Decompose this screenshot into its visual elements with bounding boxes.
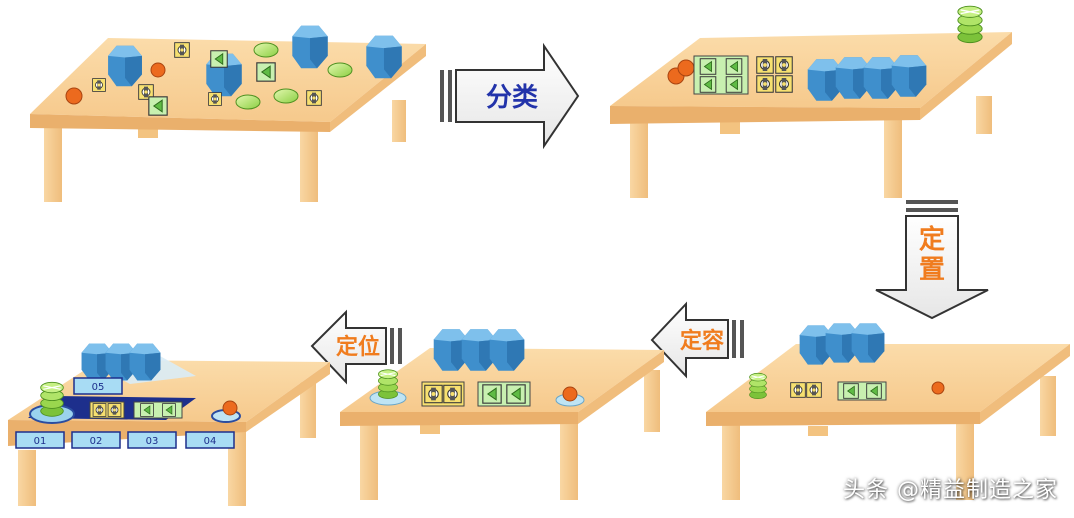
green-disc-icon bbox=[273, 88, 299, 104]
svg-text:02: 02 bbox=[90, 436, 103, 447]
yellow-parts-group bbox=[89, 401, 125, 419]
yellow-part-icon bbox=[208, 92, 222, 106]
orange-ball-icon bbox=[562, 386, 578, 402]
green-disc-icon bbox=[327, 62, 353, 78]
yellow-part-icon bbox=[306, 90, 322, 106]
blue-block-icon bbox=[292, 25, 328, 69]
yellow-parts-group bbox=[421, 381, 465, 407]
arrow-classify: 分类 bbox=[440, 42, 580, 150]
arrow-fixed-location: 定位 bbox=[310, 309, 402, 385]
location-label-05: 05 bbox=[73, 377, 123, 395]
arrow-label-fixed-position-1: 定 bbox=[919, 224, 945, 255]
blue-block-icon bbox=[891, 55, 927, 97]
arrow-fixed-position: 定 置 bbox=[875, 200, 989, 320]
location-label-01: 01 bbox=[15, 431, 65, 449]
location-label-03: 03 bbox=[127, 431, 177, 449]
table-positioned bbox=[706, 323, 1070, 500]
location-label-02: 02 bbox=[71, 431, 121, 449]
yellow-part-icon bbox=[174, 42, 190, 58]
green-disc-icon bbox=[253, 42, 279, 58]
arrow-label-fixed-location: 定位 bbox=[336, 334, 380, 360]
green-disc-stack-icon bbox=[377, 369, 399, 400]
location-label-04: 04 bbox=[185, 431, 235, 449]
arrow-label-fixed-container: 定容 bbox=[680, 328, 724, 354]
arrow-label-classify: 分类 bbox=[486, 83, 538, 113]
watermark-text: 头条 @精益制造之家 bbox=[843, 478, 1058, 503]
blue-block-icon bbox=[489, 329, 525, 371]
blue-block-icon bbox=[366, 35, 402, 79]
orange-ball-icon bbox=[222, 400, 238, 416]
table-labeled: 05 01 02 03 04 bbox=[8, 343, 330, 506]
green-parts-group bbox=[133, 401, 183, 419]
table-sorted bbox=[610, 5, 1012, 198]
green-parts-group bbox=[693, 55, 749, 95]
blue-block-icon bbox=[108, 45, 142, 87]
arrow-fixed-container: 定容 bbox=[650, 301, 744, 379]
table-messy bbox=[30, 25, 426, 202]
green-disc-stack-icon bbox=[957, 5, 983, 44]
blue-block-icon bbox=[129, 343, 161, 381]
green-disc-stack-icon bbox=[40, 381, 64, 417]
orange-ball-icon bbox=[65, 87, 83, 105]
green-parts-group bbox=[837, 381, 887, 401]
green-part-icon bbox=[148, 96, 168, 116]
orange-ball-icon bbox=[677, 59, 695, 77]
svg-text:03: 03 bbox=[146, 436, 159, 447]
table-containers bbox=[340, 329, 664, 500]
svg-text:01: 01 bbox=[34, 436, 47, 447]
green-part-icon bbox=[256, 62, 276, 82]
green-parts-group bbox=[477, 381, 531, 407]
orange-ball-icon bbox=[150, 62, 166, 78]
orange-ball-icon bbox=[931, 381, 945, 395]
arrow-label-fixed-position-2: 置 bbox=[919, 255, 945, 285]
blue-block-icon bbox=[851, 323, 885, 363]
svg-text:04: 04 bbox=[204, 436, 217, 447]
green-disc-icon bbox=[235, 94, 261, 110]
svg-text:05: 05 bbox=[92, 382, 105, 393]
green-disc-stack-icon bbox=[748, 372, 768, 400]
green-part-icon bbox=[210, 50, 228, 68]
yellow-part-icon bbox=[92, 78, 106, 92]
